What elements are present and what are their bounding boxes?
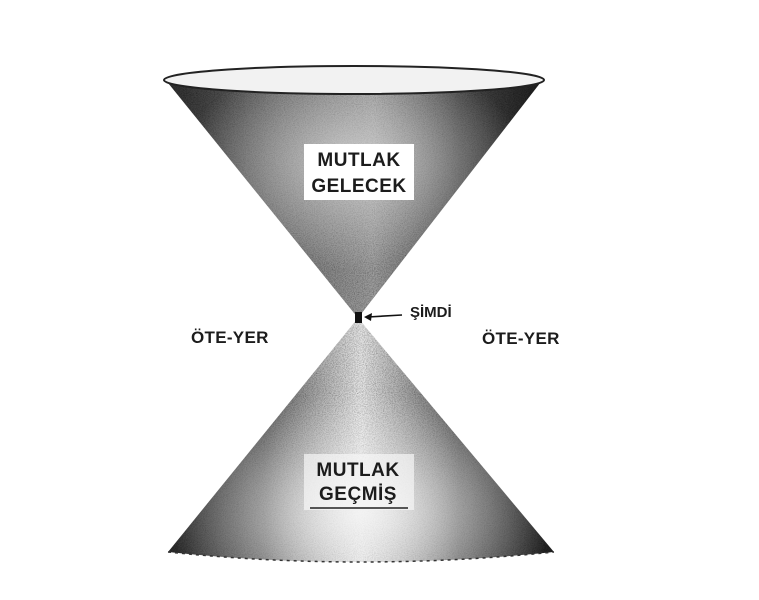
past-cone-base bbox=[167, 551, 555, 563]
past-cone bbox=[167, 318, 555, 563]
past-label-line1: MUTLAK bbox=[316, 460, 399, 481]
past-label-box bbox=[304, 454, 414, 510]
future-label-line2: GELECEK bbox=[311, 176, 406, 197]
now-point bbox=[355, 312, 362, 323]
past-label-line2: GEÇMİŞ bbox=[319, 484, 397, 505]
elsewhere-left-label: ÖTE-YER bbox=[191, 328, 269, 347]
now-label: ŞİMDİ bbox=[410, 304, 452, 321]
elsewhere-right-label: ÖTE-YER bbox=[482, 329, 560, 348]
now-pointer-arrow bbox=[367, 314, 403, 318]
future-cone-rim bbox=[163, 65, 545, 95]
future-label-line1: MUTLAK bbox=[317, 150, 400, 171]
future-label-box bbox=[304, 144, 414, 200]
arrowhead-icon bbox=[364, 313, 372, 321]
